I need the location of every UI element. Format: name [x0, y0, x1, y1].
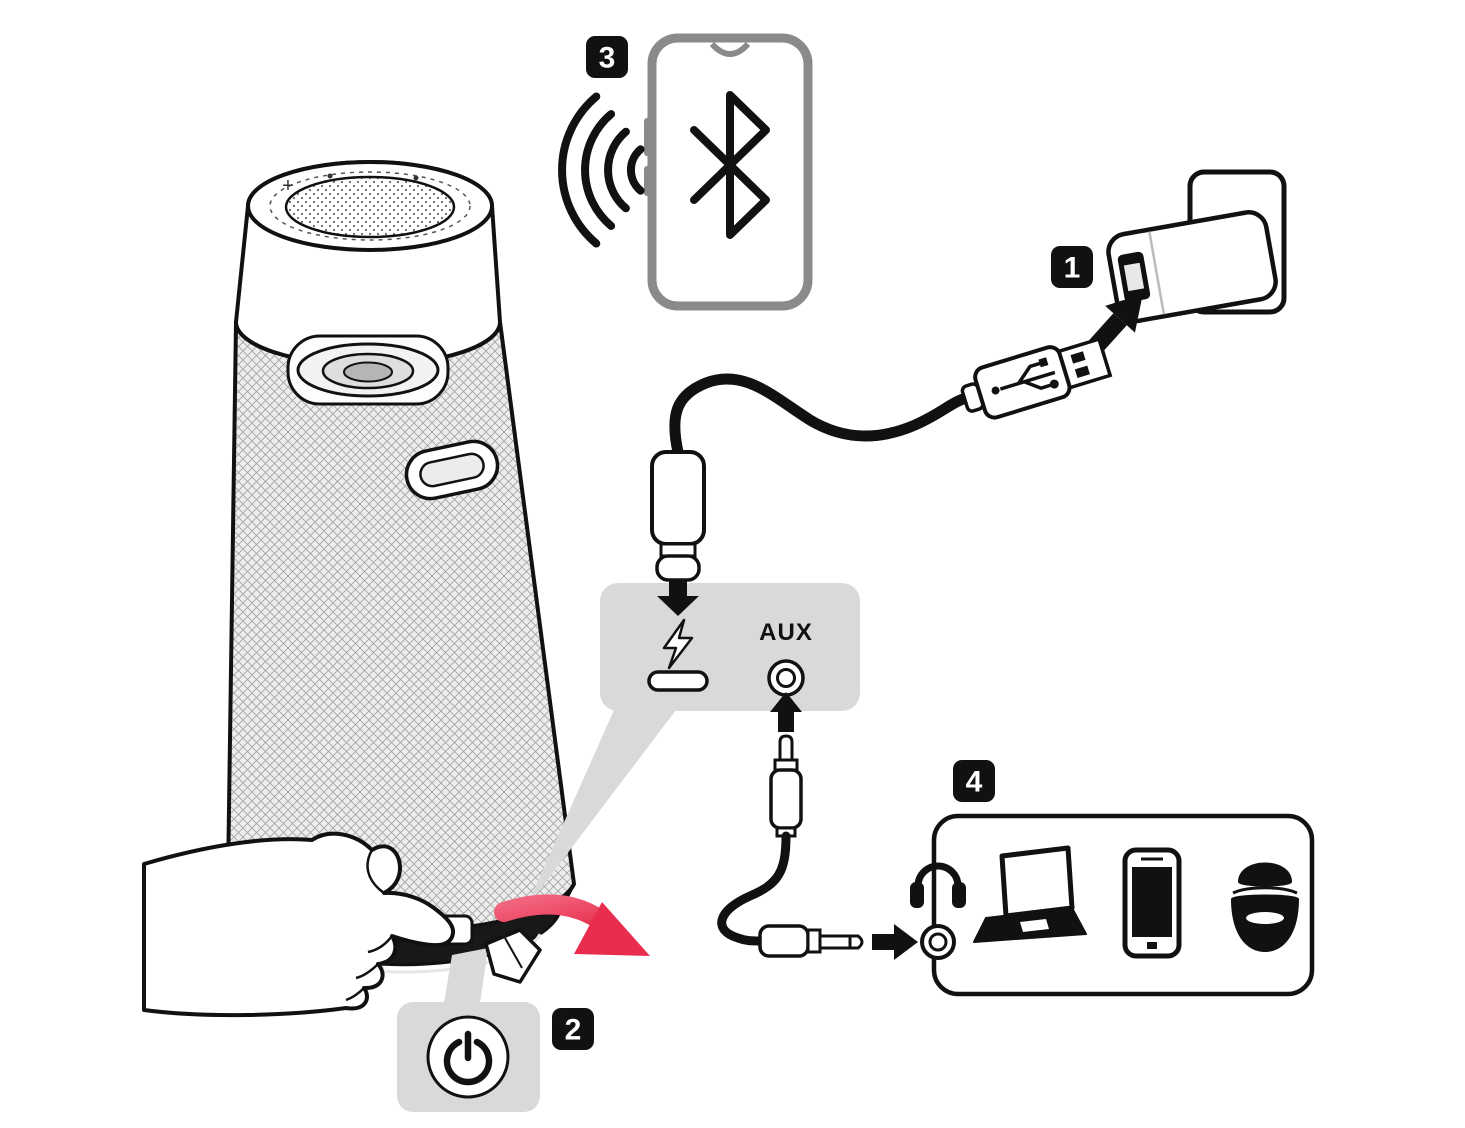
carry-handle	[404, 439, 500, 501]
power-adapter-icon	[1106, 210, 1278, 324]
black-arrow-up-icon	[770, 692, 802, 732]
smartphone-icon	[1122, 847, 1182, 959]
audio-jack-plug-vertical	[769, 734, 803, 838]
speaker-illustration: +	[225, 160, 577, 974]
step4-badge: 4	[953, 760, 995, 802]
black-arrow-down-icon	[657, 580, 699, 616]
step1-number: 1	[1064, 252, 1081, 285]
callout-wedge-power	[444, 948, 488, 1003]
headphones-icon	[910, 862, 966, 908]
charging-cable	[669, 373, 980, 458]
power-panel	[397, 1002, 540, 1112]
step3-badge: 3	[586, 36, 628, 78]
aux-label: AUX	[759, 619, 813, 646]
usb-a-plug-icon	[960, 336, 1113, 420]
step4-number: 4	[966, 766, 983, 799]
hand-pointing-icon	[142, 831, 456, 1018]
usb-trident-icon	[991, 357, 1059, 395]
wireless-waves-icon	[558, 92, 645, 248]
speaker-top-grille	[284, 175, 456, 239]
usb-c-plug-icon	[650, 450, 706, 582]
audio-jack-plug-horizontal	[758, 924, 864, 958]
step3-number: 3	[599, 42, 616, 75]
step1-badge: 1	[1051, 246, 1093, 288]
aux-jack-icon	[767, 659, 805, 697]
usb-c-port-icon	[647, 670, 709, 692]
power-icon	[443, 1030, 493, 1086]
step2-badge: 2	[552, 1008, 594, 1050]
battery-pull-tab	[484, 928, 542, 984]
laptop-icon	[973, 845, 1087, 943]
bluetooth-icon	[690, 91, 770, 239]
lightning-charge-icon	[662, 618, 694, 670]
phone-side-button	[644, 118, 651, 156]
phone-side-button	[644, 166, 651, 196]
step2-number: 2	[565, 1014, 582, 1047]
speaker-driver	[296, 342, 440, 398]
red-arrow-icon	[494, 894, 650, 956]
black-arrow-right-icon	[872, 924, 918, 960]
callout-wedge-ports	[526, 710, 676, 908]
speaker-device-icon	[1231, 862, 1299, 952]
aux-cable	[717, 831, 791, 946]
bluetooth-phone	[644, 33, 813, 311]
volume-plus-label: +	[282, 175, 294, 197]
headphone-jack-socket	[920, 924, 956, 960]
phone-notch	[709, 41, 751, 57]
ports-panel: AUX	[600, 580, 860, 711]
